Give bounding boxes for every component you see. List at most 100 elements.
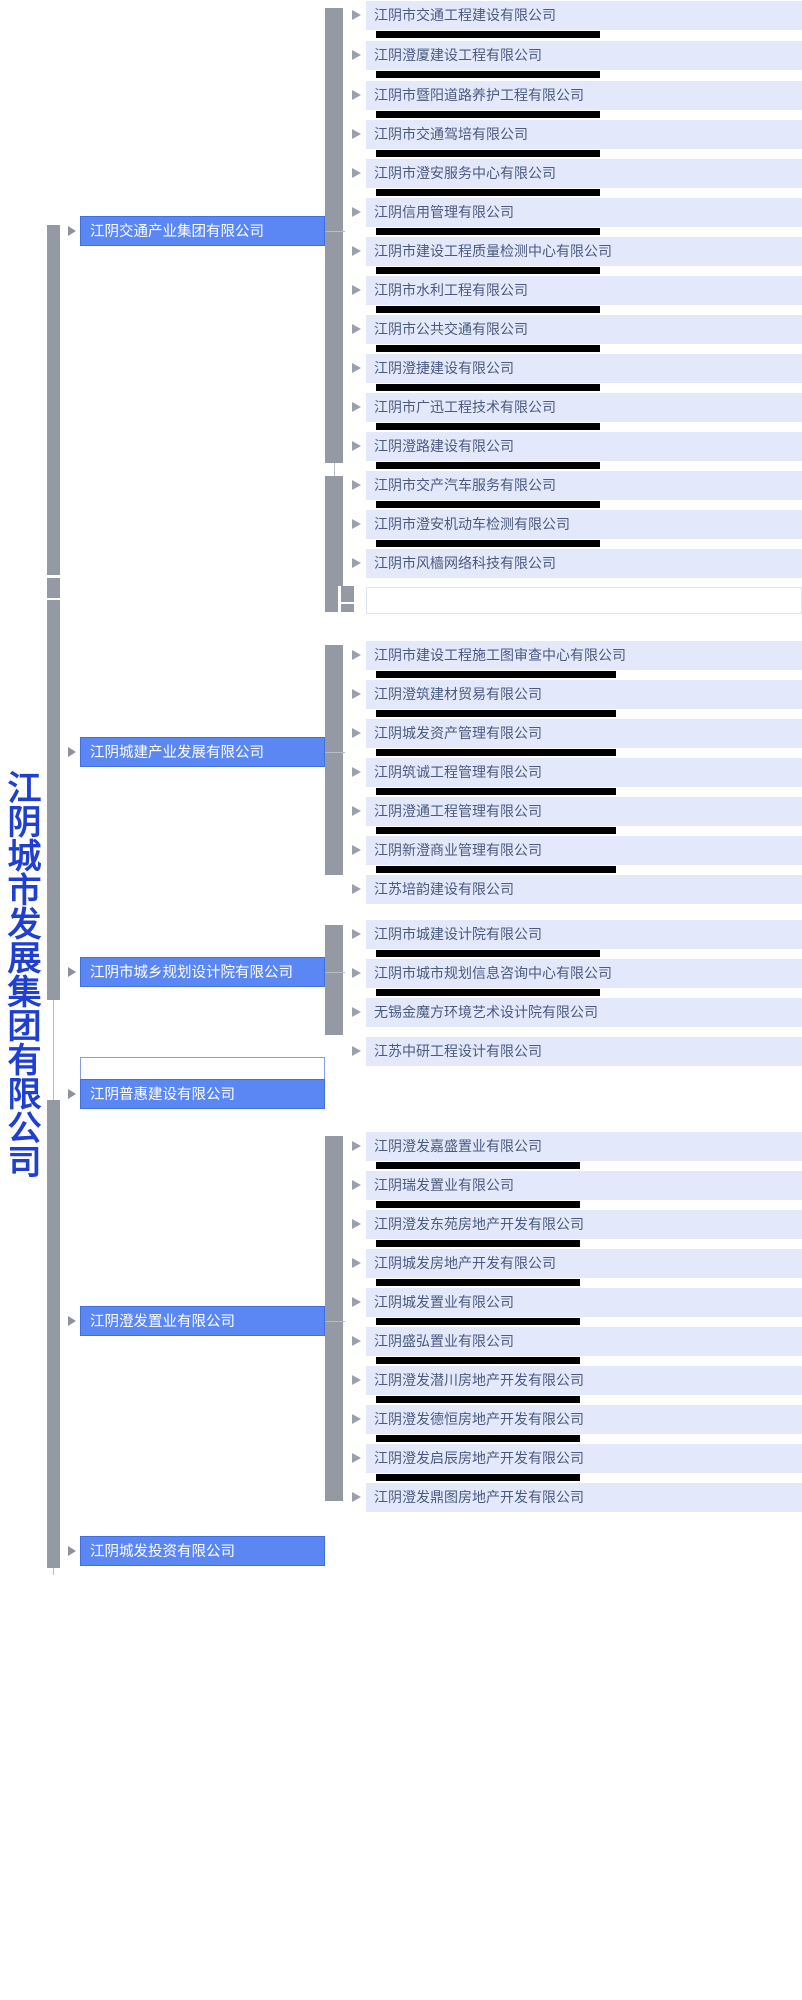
redaction-bar-1-4 bbox=[376, 827, 616, 834]
redaction-bar-0-11 bbox=[376, 462, 600, 469]
leaf-box-0-4[interactable]: 江阴市澄安服务中心有限公司 bbox=[366, 159, 802, 188]
leaf-arrow-4-7 bbox=[352, 1414, 361, 1424]
leaf-box-1-0[interactable]: 江阴市建设工程施工图审查中心有限公司 bbox=[366, 641, 802, 670]
leaf-box-0-2[interactable]: 江阴市暨阳道路养护工程有限公司 bbox=[366, 81, 802, 110]
leaf-box-1-3[interactable]: 江阴筑诚工程管理有限公司 bbox=[366, 758, 802, 787]
leaf-box-1-5[interactable]: 江阴新澄商业管理有限公司 bbox=[366, 836, 802, 865]
group-0-child-spine-b bbox=[325, 476, 343, 586]
leaf-box-4-9[interactable]: 江阴澄发鼎图房地产开发有限公司 bbox=[366, 1483, 802, 1512]
leaf-box-4-0[interactable]: 江阴澄发嘉盛置业有限公司 bbox=[366, 1132, 802, 1161]
leaf-box-0-14[interactable]: 江阴市风樯网络科技有限公司 bbox=[366, 549, 802, 578]
leaf-box-0-12[interactable]: 江阴市交产汽车服务有限公司 bbox=[366, 471, 802, 500]
leaf-arrow-1-3 bbox=[352, 767, 361, 777]
leaf-box-0-5[interactable]: 江阴信用管理有限公司 bbox=[366, 198, 802, 227]
leaf-box-1-1[interactable]: 江阴澄筑建材贸易有限公司 bbox=[366, 680, 802, 709]
leaf-box-4-6[interactable]: 江阴澄发潜川房地产开发有限公司 bbox=[366, 1366, 802, 1395]
root-spine-lower2 bbox=[47, 1100, 60, 1555]
leaf-arrow-1-0 bbox=[352, 650, 361, 660]
leaf-box-4-2[interactable]: 江阴澄发东苑房地产开发有限公司 bbox=[366, 1210, 802, 1239]
leaf-arrow-2-0 bbox=[352, 929, 361, 939]
leaf-box-0-7[interactable]: 江阴市水利工程有限公司 bbox=[366, 276, 802, 305]
redaction-bar-4-7 bbox=[376, 1435, 580, 1442]
leaf-arrow-4-0 bbox=[352, 1141, 361, 1151]
group-arrow-1 bbox=[68, 747, 76, 757]
redaction-bar-4-8 bbox=[376, 1474, 580, 1481]
redaction-bar-2-0 bbox=[376, 950, 600, 957]
leaf-box-2-3[interactable]: 江苏中研工程设计有限公司 bbox=[366, 1037, 802, 1066]
leaf-arrow-0-12 bbox=[352, 480, 361, 490]
leaf-box-0-6[interactable]: 江阴市建设工程质量检测中心有限公司 bbox=[366, 237, 802, 266]
group-arrow-0 bbox=[68, 226, 76, 236]
leaf-arrow-0-14 bbox=[352, 558, 361, 568]
group-arrow-3 bbox=[68, 1089, 76, 1099]
leaf-box-4-8[interactable]: 江阴澄发启辰房地产开发有限公司 bbox=[366, 1444, 802, 1473]
leaf-arrow-4-6 bbox=[352, 1375, 361, 1385]
leaf-arrow-0-7 bbox=[352, 285, 361, 295]
group-0-child-spine-d bbox=[341, 586, 354, 602]
group-box-0[interactable]: 江阴交通产业集团有限公司 bbox=[80, 216, 325, 246]
leaf-box-0-3[interactable]: 江阴市交通驾培有限公司 bbox=[366, 120, 802, 149]
group-4-connector-h bbox=[325, 1321, 345, 1322]
leaf-box-4-7[interactable]: 江阴澄发德恒房地产开发有限公司 bbox=[366, 1405, 802, 1434]
redaction-bar-0-5 bbox=[376, 228, 600, 235]
leaf-box-4-3[interactable]: 江阴城发房地产开发有限公司 bbox=[366, 1249, 802, 1278]
leaf-arrow-0-13 bbox=[352, 519, 361, 529]
group-box-2[interactable]: 江阴市城乡规划设计院有限公司 bbox=[80, 957, 325, 987]
leaf-box-4-4[interactable]: 江阴城发置业有限公司 bbox=[366, 1288, 802, 1317]
leaf-arrow-0-10 bbox=[352, 402, 361, 412]
root-spine-upper bbox=[47, 225, 60, 575]
leaf-arrow-1-4 bbox=[352, 806, 361, 816]
redaction-bar-0-3 bbox=[376, 150, 600, 157]
leaf-arrow-4-4 bbox=[352, 1297, 361, 1307]
group-2-connector-h bbox=[325, 972, 345, 973]
leaf-box-1-4[interactable]: 江阴澄通工程管理有限公司 bbox=[366, 797, 802, 826]
leaf-box-0-0[interactable]: 江阴市交通工程建设有限公司 bbox=[366, 1, 802, 30]
redaction-bar-0-1 bbox=[376, 71, 600, 78]
leaf-box-4-5[interactable]: 江阴盛弘置业有限公司 bbox=[366, 1327, 802, 1356]
group-arrow-4 bbox=[68, 1316, 76, 1326]
leaf-box-0-10[interactable]: 江阴市广迅工程技术有限公司 bbox=[366, 393, 802, 422]
leaf-arrow-0-6 bbox=[352, 246, 361, 256]
group-box-3[interactable]: 江阴普惠建设有限公司 bbox=[80, 1079, 325, 1109]
group-box-1[interactable]: 江阴城建产业发展有限公司 bbox=[80, 737, 325, 767]
leaf-arrow-4-5 bbox=[352, 1336, 361, 1346]
leaf-arrow-1-6 bbox=[352, 884, 361, 894]
leaf-box-4-1[interactable]: 江阴瑞发置业有限公司 bbox=[366, 1171, 802, 1200]
redaction-bar-1-5 bbox=[376, 866, 616, 873]
leaf-box-2-0[interactable]: 江阴市城建设计院有限公司 bbox=[366, 920, 802, 949]
redaction-bar-4-3 bbox=[376, 1279, 580, 1286]
redaction-bar-0-9 bbox=[376, 384, 600, 391]
group-box-5[interactable]: 江阴城发投资有限公司 bbox=[80, 1536, 325, 1566]
leaf-box-1-6[interactable]: 江苏培韵建设有限公司 bbox=[366, 875, 802, 904]
leaf-arrow-0-3 bbox=[352, 129, 361, 139]
redaction-bar-1-3 bbox=[376, 788, 616, 795]
redaction-bar-4-2 bbox=[376, 1240, 580, 1247]
leaf-box-1-2[interactable]: 江阴城发资产管理有限公司 bbox=[366, 719, 802, 748]
leaf-arrow-4-8 bbox=[352, 1453, 361, 1463]
leaf-box-0-8[interactable]: 江阴市公共交通有限公司 bbox=[366, 315, 802, 344]
group-2-child-spine bbox=[325, 925, 343, 1035]
leaf-box-0-9[interactable]: 江阴澄捷建设有限公司 bbox=[366, 354, 802, 383]
leaf-box-2-2[interactable]: 无锡金魔方环境艺术设计院有限公司 bbox=[366, 998, 802, 1027]
redaction-bar-4-5 bbox=[376, 1357, 580, 1364]
leaf-arrow-2-1 bbox=[352, 968, 361, 978]
leaf-box-0-15[interactable] bbox=[366, 587, 802, 614]
leaf-box-0-13[interactable]: 江阴市澄安机动车检测有限公司 bbox=[366, 510, 802, 539]
leaf-box-2-1[interactable]: 江阴市城市规划信息咨询中心有限公司 bbox=[366, 959, 802, 988]
leaf-arrow-0-8 bbox=[352, 324, 361, 334]
root-spine-mid bbox=[47, 578, 60, 598]
leaf-box-0-1[interactable]: 江阴澄厦建设工程有限公司 bbox=[366, 41, 802, 70]
leaf-box-0-11[interactable]: 江阴澄路建设有限公司 bbox=[366, 432, 802, 461]
redaction-bar-1-1 bbox=[376, 710, 616, 717]
leaf-arrow-4-9 bbox=[352, 1492, 361, 1502]
redaction-bar-0-4 bbox=[376, 189, 600, 196]
leaf-arrow-0-2 bbox=[352, 90, 361, 100]
group-box-4[interactable]: 江阴澄发置业有限公司 bbox=[80, 1306, 325, 1336]
group-0-child-hair bbox=[334, 463, 335, 488]
group-0-connector-h bbox=[325, 231, 345, 232]
redaction-bar-0-8 bbox=[376, 345, 600, 352]
leaf-arrow-0-1 bbox=[352, 50, 361, 60]
leaf-arrow-1-2 bbox=[352, 728, 361, 738]
leaf-arrow-4-3 bbox=[352, 1258, 361, 1268]
